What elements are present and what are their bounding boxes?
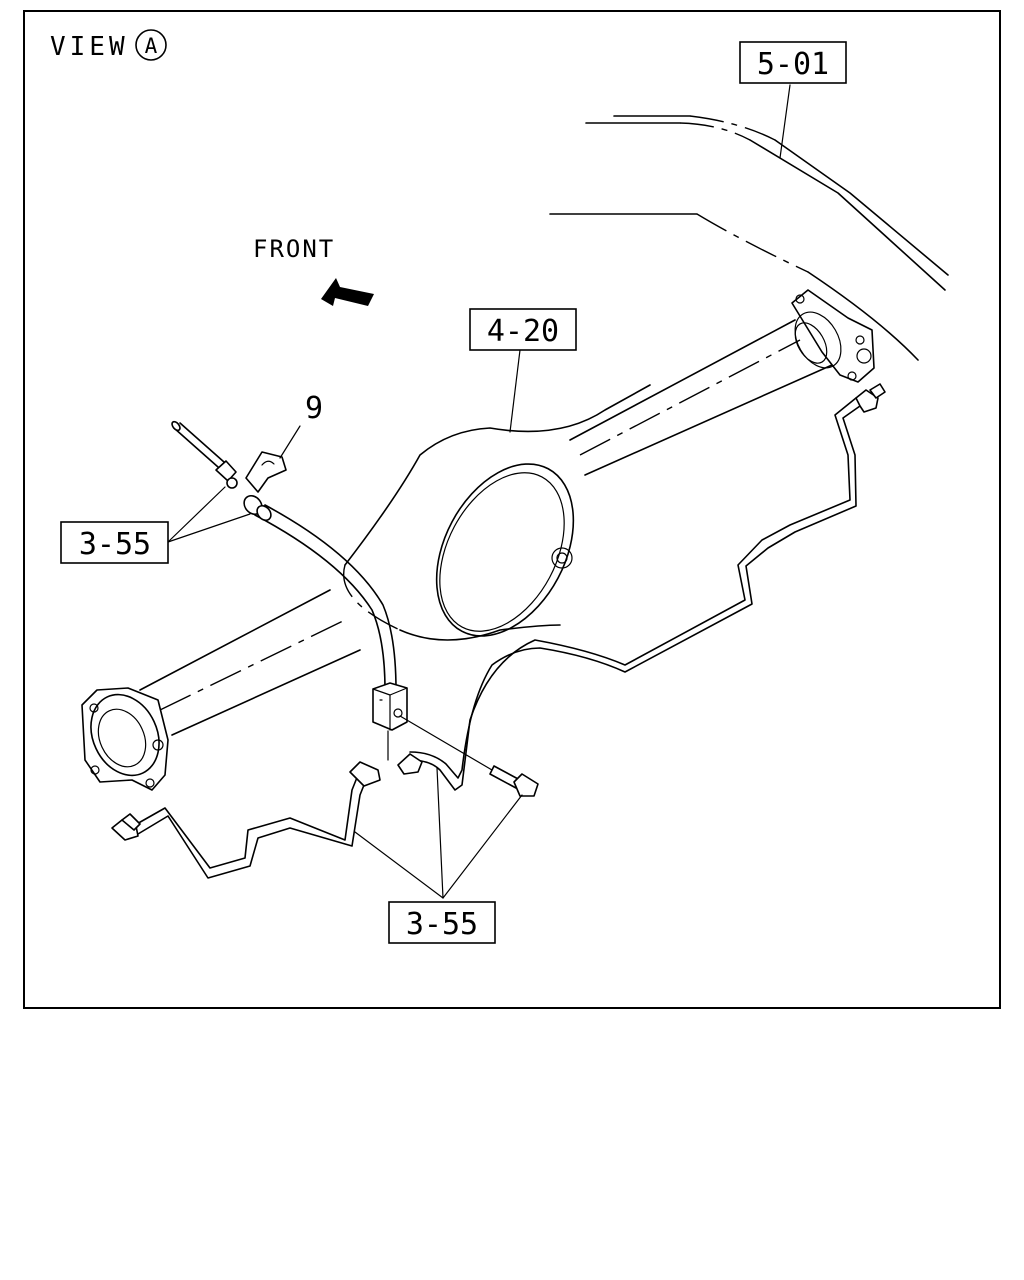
- brake-hose: [243, 494, 397, 691]
- callout-clip-ref: 9: [305, 391, 323, 426]
- junction-bolt: [489, 765, 539, 797]
- hose-clip: [245, 451, 287, 493]
- callout-pipe-ref-left: 3-55: [60, 521, 169, 564]
- frame-rail: [549, 115, 949, 361]
- diagram-frame: [23, 10, 1001, 1009]
- axle-housing: [81, 289, 875, 791]
- callout-axle-ref-text: 4-20: [487, 314, 559, 349]
- callout-frame-ref: 5-01: [739, 41, 847, 84]
- leader-lines: [167, 84, 791, 899]
- view-letter-circle: [135, 29, 167, 61]
- frame-brake-pipe: [171, 420, 238, 489]
- callout-pipe-ref-bottom: 3-55: [388, 901, 496, 944]
- view-label-letter: A: [145, 34, 158, 58]
- callout-frame-ref-text: 5-01: [757, 47, 829, 82]
- front-label: FRONT: [253, 235, 335, 263]
- left-brake-pipe: [111, 761, 381, 879]
- view-label: VIEW A: [50, 29, 167, 62]
- callout-pipe-ref-left-text: 3-55: [79, 527, 151, 562]
- callout-axle-ref: 4-20: [469, 308, 577, 351]
- view-label-prefix: VIEW: [50, 32, 129, 62]
- junction-block: [372, 682, 493, 771]
- front-arrow-icon: [321, 278, 374, 306]
- callout-pipe-ref-bottom-text: 3-55: [406, 907, 478, 942]
- block-fitting: [397, 753, 423, 775]
- right-brake-pipe: [409, 383, 886, 791]
